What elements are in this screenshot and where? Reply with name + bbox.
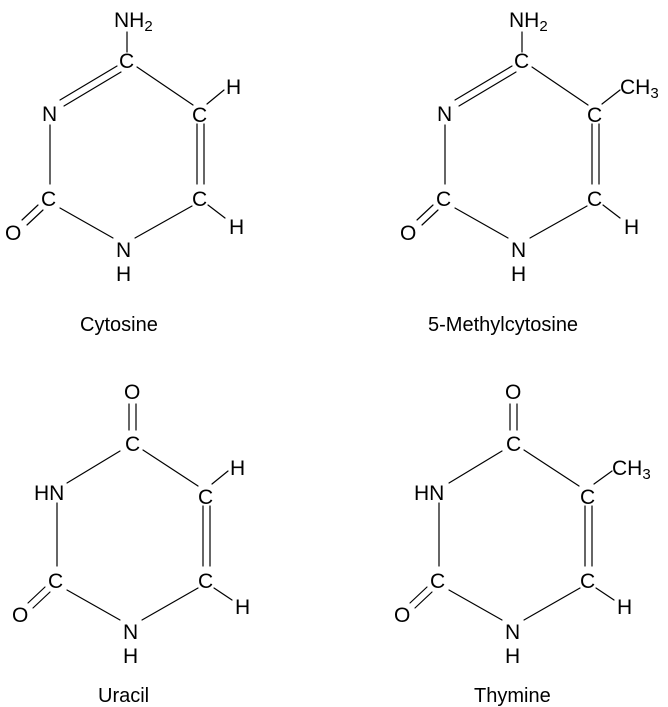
- atom-n1: N: [505, 621, 520, 644]
- bond-c4-c5: [136, 66, 194, 106]
- atom-c4: C: [125, 433, 140, 456]
- atom-o2: O: [12, 604, 28, 627]
- atom-n3: N: [437, 103, 452, 126]
- bond-c4-n3-double-b: [458, 71, 517, 107]
- bond-c2-n1: [448, 589, 503, 621]
- bond-c4-c5: [142, 449, 199, 487]
- bond-c4-n3-double-a: [454, 65, 513, 101]
- atom-h1: H: [505, 645, 520, 668]
- bond-c6-h6: [207, 204, 226, 219]
- bond-c2-o2-double-b: [414, 591, 433, 609]
- atom-o4: O: [505, 381, 521, 404]
- bond-c2-o2-double-b: [32, 591, 51, 609]
- caption-cytosine: Cytosine: [80, 314, 158, 336]
- bond-c4-n3-double-b: [63, 71, 122, 107]
- bond-c5-h5: [206, 89, 225, 105]
- bond-c4-n3: [66, 450, 121, 484]
- atom-n3: N: [42, 103, 57, 126]
- atom-c2: C: [436, 188, 451, 211]
- bonds: [416, 31, 621, 239]
- bond-c4-n3: [448, 450, 503, 484]
- atom-methyl: CH3: [620, 76, 659, 102]
- atom-c5: C: [192, 104, 207, 127]
- bonds: [27, 403, 233, 621]
- atom-c6: C: [580, 570, 595, 593]
- atom-h6: H: [624, 216, 639, 239]
- bond-c6-n1: [134, 205, 193, 239]
- atom-n1: N: [116, 239, 131, 262]
- molecule-uracil: O C HN C H C C H O N H Uracil: [12, 381, 250, 707]
- bond-c2-o2-double-a: [416, 204, 434, 221]
- atom-c2: C: [48, 570, 63, 593]
- bonds: [21, 31, 226, 239]
- atom-c4: C: [119, 50, 134, 73]
- bonds: [409, 403, 615, 621]
- atom-n4: NH2: [114, 9, 153, 35]
- atom-h1: H: [511, 263, 526, 286]
- atom-c6: C: [198, 570, 213, 593]
- bond-c2-o2-double-b: [421, 209, 439, 226]
- bond-c4-c5: [523, 449, 580, 487]
- atom-h6: H: [235, 596, 250, 619]
- atom-o2: O: [5, 222, 21, 245]
- atom-n4: NH2: [509, 9, 548, 35]
- atom-c5: C: [198, 486, 213, 509]
- atom-o2: O: [394, 604, 410, 627]
- atom-h1: H: [123, 645, 138, 668]
- atom-c5: C: [580, 486, 595, 509]
- atom-o4: O: [124, 381, 140, 404]
- bond-c2-n1: [454, 207, 509, 239]
- bond-c6-h6: [595, 587, 615, 601]
- atom-c4: C: [506, 433, 521, 456]
- bond-c6-n1: [523, 587, 581, 621]
- bond-c2-o2-double-a: [409, 586, 428, 604]
- atom-c6: C: [192, 188, 207, 211]
- atom-o2: O: [400, 222, 416, 245]
- bond-c5-me: [601, 89, 621, 105]
- bond-c6-n1: [529, 205, 588, 239]
- bond-c6-h6: [213, 587, 233, 601]
- bond-c2-n1: [66, 589, 121, 621]
- atom-h1: H: [116, 263, 131, 286]
- bond-c5-h5: [211, 470, 229, 485]
- caption-uracil: Uracil: [98, 685, 149, 707]
- atom-c6: C: [587, 188, 602, 211]
- atom-h5: H: [226, 76, 241, 99]
- bond-c2-o2-double-a: [27, 586, 46, 604]
- atom-h6: H: [617, 596, 632, 619]
- atom-h6: H: [229, 216, 244, 239]
- atom-c4: C: [514, 50, 529, 73]
- atom-methyl: CH3: [612, 457, 651, 483]
- bond-c5-me: [593, 470, 613, 485]
- bond-c4-n3-double-a: [59, 65, 118, 101]
- atom-c5: C: [587, 104, 602, 127]
- molecule-thymine: O C HN C CH3 C C H O N H Thymine: [394, 381, 651, 707]
- molecule-5-methylcytosine: NH2 C N C CH3 C C H O N H 5-Methylcytosi…: [400, 9, 659, 336]
- caption-thymine: Thymine: [474, 685, 551, 707]
- atom-n3: HN: [34, 482, 64, 505]
- atom-n3: HN: [414, 482, 444, 505]
- atom-n1: N: [123, 621, 138, 644]
- caption-5-methylcytosine: 5-Methylcytosine: [428, 314, 578, 336]
- atom-h5: H: [230, 457, 245, 480]
- bond-c6-h6: [602, 204, 621, 219]
- atom-c2: C: [41, 188, 56, 211]
- atom-n1: N: [511, 239, 526, 262]
- bond-c2-o2-double-b: [26, 209, 44, 226]
- atom-c2: C: [430, 570, 445, 593]
- bond-c2-o2-double-a: [21, 204, 39, 221]
- bond-c2-n1: [59, 207, 114, 239]
- molecule-cytosine: NH2 C N C H C C H O N H Cytosine: [5, 9, 244, 336]
- bond-c6-n1: [141, 587, 199, 621]
- bond-c4-c5: [531, 66, 589, 106]
